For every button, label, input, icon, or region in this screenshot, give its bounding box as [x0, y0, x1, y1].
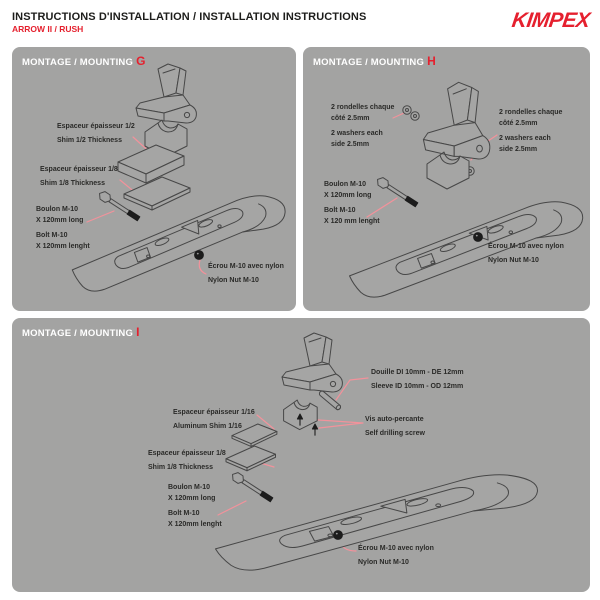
exploded-diagram-g: [71, 63, 286, 292]
mounting-letter-g: G: [136, 54, 146, 68]
leader-bolt: [87, 211, 114, 222]
leader-washers-left: [393, 113, 404, 118]
leader-sleeve: [336, 378, 368, 400]
shim-eighth-drawing: [225, 445, 276, 472]
kimpex-logo: KIMPEX: [510, 9, 592, 32]
exploded-diagram-i: [214, 332, 539, 572]
nut-drawing: [194, 250, 204, 260]
saddle-drawing: [426, 151, 470, 190]
bolt-drawing: [374, 175, 420, 210]
spindle-bracket-drawing: [135, 63, 197, 124]
leader-bolt: [218, 501, 246, 515]
model-subtitle: ARROW II / RUSH: [12, 24, 84, 34]
self-drilling-screw-drawing: [311, 423, 319, 436]
mounting-letter-i: I: [136, 325, 140, 339]
washer-drawing: [402, 105, 412, 115]
leader-nut: [199, 260, 206, 274]
leader-shim-sixteenth: [257, 415, 274, 429]
bolt-drawing: [229, 470, 275, 505]
nut-drawing: [473, 232, 483, 242]
leader-bolt: [367, 198, 397, 217]
page-title: INSTRUCTIONS D'INSTALLATION / INSTALLATI…: [12, 11, 367, 23]
sleeve-drawing: [317, 389, 343, 412]
nut-drawing: [333, 530, 343, 540]
spindle-bracket-drawing: [422, 81, 491, 160]
washer-drawing: [410, 111, 420, 121]
mounting-letter-h: H: [427, 54, 436, 68]
shim-eighth-drawing: [123, 176, 191, 211]
spindle-bracket-drawing: [281, 332, 343, 393]
exploded-diagram-h: [348, 81, 584, 298]
